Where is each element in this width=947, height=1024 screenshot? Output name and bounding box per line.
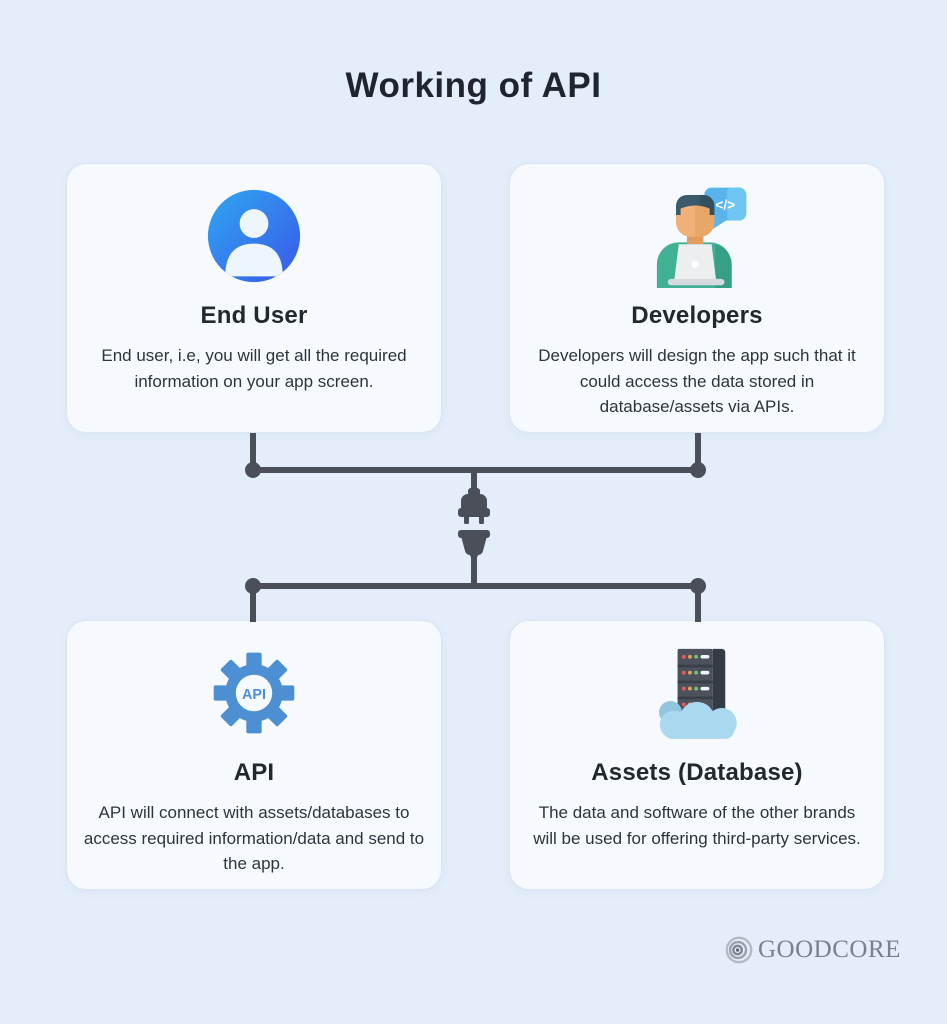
card-body: The data and software of the other brand… (533, 803, 861, 848)
goodcore-logo-text: GOODCORE (758, 936, 901, 963)
card-body: End user, i.e, you will get all the requ… (101, 346, 407, 391)
api-gear-label: API (242, 687, 266, 703)
user-avatar-icon (67, 186, 441, 286)
server-cloud-icon (510, 643, 884, 743)
card-heading: Developers (631, 302, 763, 329)
brand-logo: GOODCORE (724, 930, 924, 970)
card-heading: Assets (Database) (591, 759, 803, 786)
developer-icon: </> (510, 186, 884, 288)
api-gear-icon: API (67, 643, 441, 743)
card-body: API will connect with assets/databases t… (83, 803, 425, 873)
card-heading: API (233, 759, 275, 786)
card-assets-database: Assets (Database) The data and software … (509, 620, 885, 890)
goodcore-spiral-icon (725, 936, 753, 964)
page-title: Working of API (345, 66, 602, 105)
card-body: Developers will design the app such that… (538, 346, 856, 416)
plug-icon (458, 488, 490, 557)
card-developers: </> Developers Developers will desig (509, 163, 885, 433)
card-heading: End User (200, 302, 308, 329)
card-end-user: End User End user, i.e, you will get all… (66, 163, 442, 433)
card-api: API API API will connect with assets/dat… (66, 620, 442, 890)
code-glyph: </> (715, 198, 735, 213)
connector-lines (245, 433, 706, 622)
